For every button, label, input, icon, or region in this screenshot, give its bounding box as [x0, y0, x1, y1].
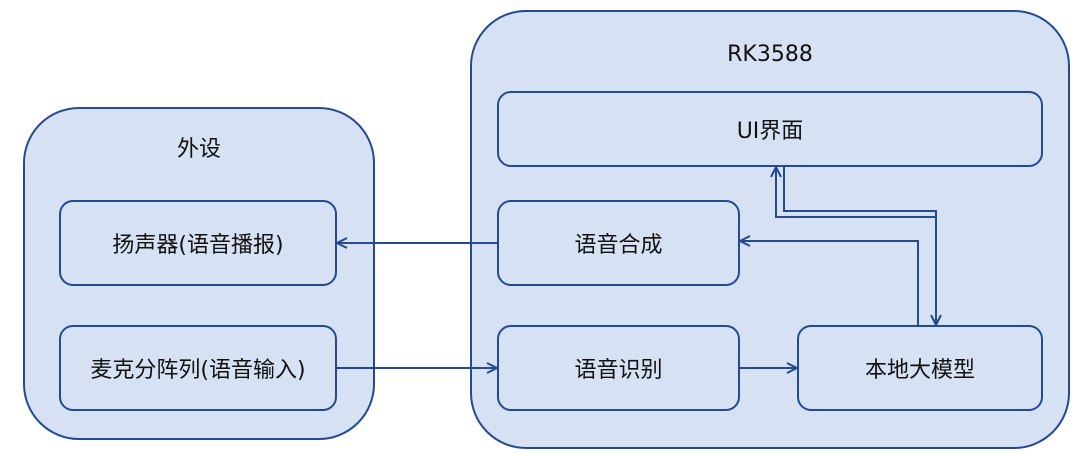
tts-node: 语音合成	[497, 200, 740, 286]
speaker-node: 扬声器(语音播报)	[59, 200, 337, 286]
mic-array-node: 麦克分阵列(语音输入)	[59, 325, 337, 411]
asr-node: 语音识别	[497, 325, 740, 411]
peripheral-group-title: 外设	[176, 137, 221, 162]
llm-node: 本地大模型	[797, 325, 1043, 411]
soc-group-title: RK3588	[727, 42, 813, 67]
ui-node: UI界面	[497, 91, 1043, 167]
